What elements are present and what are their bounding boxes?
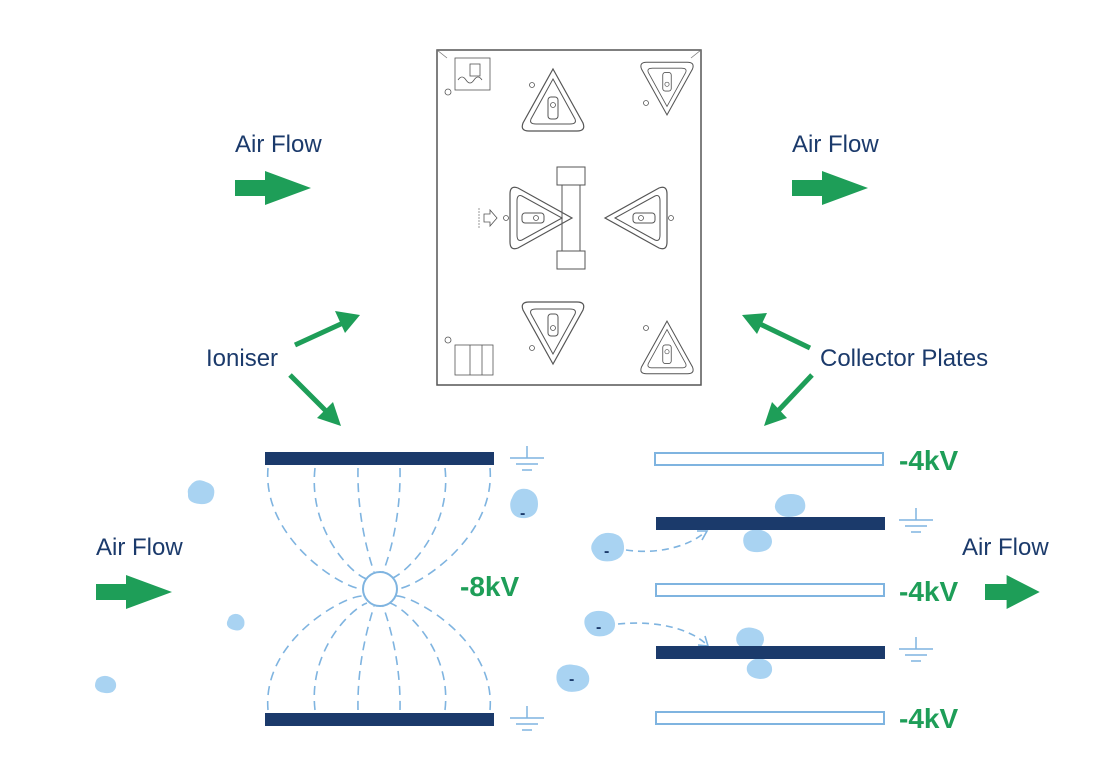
particle-charged <box>584 610 616 637</box>
charge-sign: - <box>596 619 601 636</box>
ground-icon <box>898 636 934 662</box>
collector-plate-grounded <box>656 646 885 659</box>
plate-voltage-2: -4kV <box>899 576 958 607</box>
air-flow-label-bottom-right: Air Flow <box>962 534 1049 561</box>
ioniser-pointer-arrows <box>288 311 360 426</box>
ioniser-bottom-plate <box>265 713 494 726</box>
air-flow-arrow-top-right <box>792 171 868 205</box>
particle-charged <box>556 664 590 692</box>
particle <box>736 627 764 650</box>
charge-sign: - <box>604 543 609 560</box>
air-flow-arrow-top-left <box>235 171 311 205</box>
ioniser-top-plate <box>265 452 494 465</box>
ioniser-label: Ioniser <box>206 345 278 372</box>
particle <box>95 675 117 694</box>
plate-voltage-1: -4kV <box>899 445 958 476</box>
particle <box>187 480 215 505</box>
collector-plates-label: Collector Plates <box>820 345 988 372</box>
particle <box>226 613 245 631</box>
ioniser-unit-drawing <box>436 49 702 386</box>
air-flow-arrow-bottom-right <box>985 575 1040 609</box>
collector-plate-grounded <box>656 517 885 530</box>
collector-plates-pointer-arrows <box>742 313 814 426</box>
particle <box>746 658 773 679</box>
air-flow-label-top-left: Air Flow <box>235 131 322 158</box>
collector-plate-charged <box>655 711 885 725</box>
charge-sign: - <box>520 505 525 522</box>
particles <box>95 480 806 694</box>
collector-plate-charged <box>654 452 884 466</box>
particle-charged <box>510 488 538 519</box>
collector-plate-charged <box>655 583 885 597</box>
plate-voltage-3: -4kV <box>899 703 958 734</box>
particle-charged <box>591 532 625 562</box>
collector-plates <box>654 452 934 725</box>
ioniser-field <box>265 445 545 731</box>
electric-field-lines <box>267 467 491 711</box>
charge-sign: - <box>569 671 574 688</box>
ground-icon <box>509 705 545 731</box>
ground-icon <box>509 445 545 471</box>
air-flow-arrow-bottom-left <box>96 575 172 609</box>
ioniser-wire <box>362 571 398 607</box>
ground-icon <box>898 507 934 533</box>
air-flow-label-bottom-left: Air Flow <box>96 534 183 561</box>
ioniser-voltage: -8kV <box>460 571 519 602</box>
particle <box>774 494 806 517</box>
air-flow-label-top-right: Air Flow <box>792 131 879 158</box>
particle <box>743 529 772 553</box>
